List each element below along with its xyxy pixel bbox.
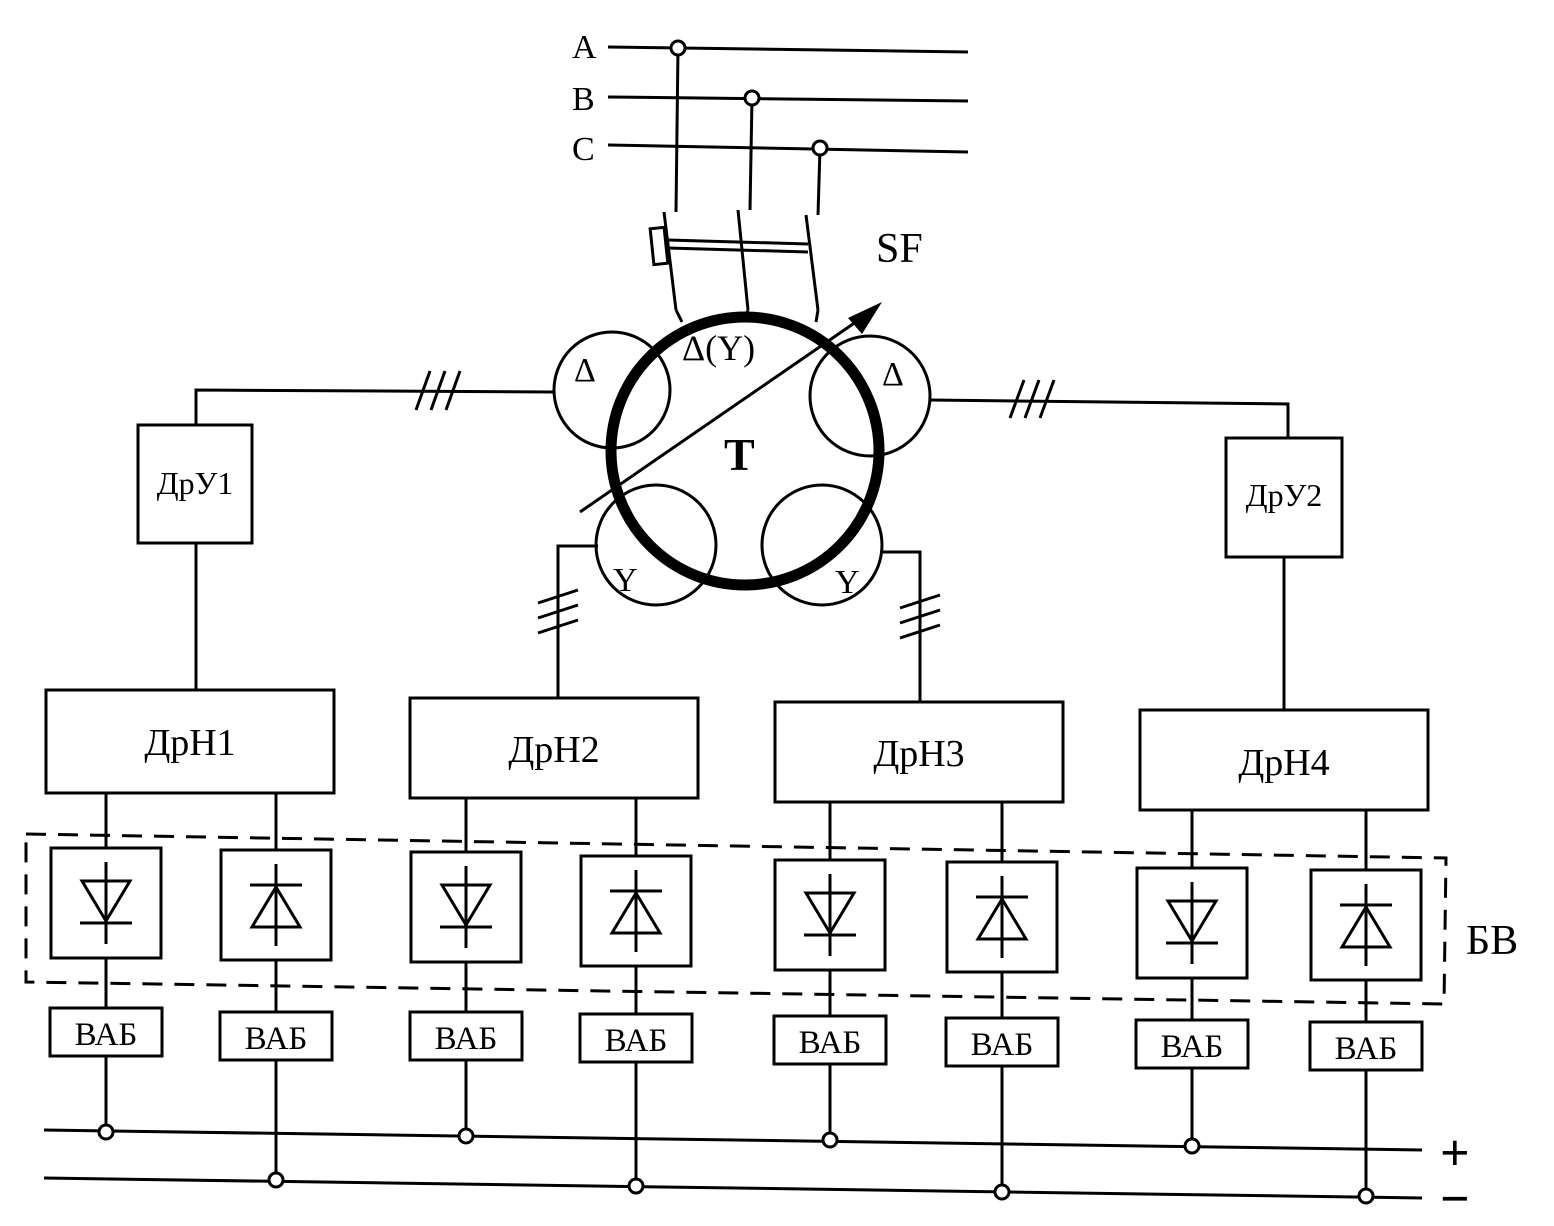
bus-node xyxy=(457,1127,475,1145)
plus-bus xyxy=(43,1128,1423,1152)
winding-label-delta-left: Δ xyxy=(574,352,596,389)
diode-reverse-icon xyxy=(975,876,1029,958)
tap-node-a xyxy=(669,39,687,57)
rectifier-unit: ВАБ xyxy=(218,793,334,1180)
phase-label-b: B xyxy=(572,81,595,118)
battery-label: ВАБ xyxy=(1335,1031,1398,1067)
battery-box xyxy=(218,1010,334,1062)
choke-drn1-label: ДрН1 xyxy=(144,722,235,764)
tap-node-b xyxy=(743,89,761,107)
bus-node xyxy=(1357,1187,1375,1205)
bus-node xyxy=(993,1183,1011,1201)
dc-buses: + − xyxy=(43,1125,1470,1226)
choke-drn3: ДрН3 xyxy=(773,700,1065,804)
diode-forward-icon xyxy=(803,874,857,956)
rectifier-unit: ВАБ xyxy=(944,802,1060,1192)
winding-label-y-right: Y xyxy=(835,564,860,601)
primary-winding-label: Δ(Y) xyxy=(682,328,755,368)
diode-forward-icon xyxy=(1165,882,1219,964)
choke-drn2-label: ДрН2 xyxy=(508,729,599,771)
phase-label-c: C xyxy=(572,131,595,168)
choke-drn2: ДрН2 xyxy=(408,696,700,800)
tap-node-c xyxy=(811,139,829,157)
diode-reverse-icon xyxy=(1339,884,1393,966)
transformer-t: Δ Δ Y Y Δ(Y) T xyxy=(552,302,932,607)
rectifier-unit: ВАБ xyxy=(1134,810,1250,1146)
adjustment-arrow-icon xyxy=(848,302,882,334)
minus-bus xyxy=(43,1176,1423,1200)
diode-forward-icon xyxy=(79,862,133,944)
diode-reverse-icon xyxy=(609,870,663,952)
rectifier-unit: ВАБ xyxy=(408,798,524,1136)
three-phase-mark-right xyxy=(1008,379,1056,419)
choke-dru1: ДрУ1 xyxy=(136,423,254,545)
choke-drn4: ДрН4 xyxy=(1138,708,1430,812)
winding-label-y-left: Y xyxy=(613,562,638,599)
phase-lines: A B C xyxy=(572,29,969,216)
bus-node xyxy=(97,1123,115,1141)
phase-label-a: A xyxy=(572,29,597,66)
battery-label: ВАБ xyxy=(75,1017,138,1053)
rectifier-unit: ВАБ xyxy=(578,798,694,1186)
transformer-label: T xyxy=(724,429,755,480)
primary-winding xyxy=(605,311,885,591)
choke-dru2: ДрУ2 xyxy=(1224,436,1344,559)
battery-box xyxy=(772,1014,888,1066)
bus-nodes xyxy=(97,1123,1375,1205)
three-phase-mark-y-left xyxy=(537,588,579,635)
battery-label: ВАБ xyxy=(245,1021,308,1057)
bus-node xyxy=(1183,1137,1201,1155)
choke-dru1-label: ДрУ1 xyxy=(157,465,233,501)
three-phase-mark-y-right xyxy=(899,593,941,640)
bus-node xyxy=(627,1177,645,1195)
winding-delta-right xyxy=(808,334,932,458)
winding-label-delta-right: Δ xyxy=(882,356,904,393)
battery-label: ВАБ xyxy=(1161,1029,1224,1065)
rectifier-block-label: БВ xyxy=(1466,918,1518,964)
choke-dru2-label: ДрУ2 xyxy=(1246,477,1322,513)
battery-box xyxy=(48,1006,164,1058)
circuit-breaker-sf: SF xyxy=(648,209,923,323)
rectifier-unit: ВАБ xyxy=(1308,810,1424,1196)
battery-label: ВАБ xyxy=(435,1021,498,1057)
bus-node xyxy=(267,1171,285,1189)
breaker-label: SF xyxy=(876,226,923,272)
battery-label: ВАБ xyxy=(799,1025,862,1061)
battery-label: ВАБ xyxy=(605,1023,668,1059)
choke-drn1: ДрН1 xyxy=(44,688,336,795)
battery-label: ВАБ xyxy=(971,1027,1034,1063)
plus-bus-label: + xyxy=(1440,1125,1470,1182)
rectifier-unit: ВАБ xyxy=(48,793,164,1132)
minus-bus-label: − xyxy=(1440,1171,1470,1221)
three-phase-connections xyxy=(194,370,1290,710)
diode-forward-icon xyxy=(439,866,493,948)
battery-box xyxy=(408,1010,524,1062)
bus-node xyxy=(821,1131,839,1149)
three-phase-mark-left xyxy=(414,370,462,411)
diode-reverse-icon xyxy=(249,864,303,946)
choke-drn4-label: ДрН4 xyxy=(1238,742,1329,784)
winding-y-right xyxy=(760,483,884,607)
battery-box xyxy=(1134,1018,1250,1070)
choke-drn3-label: ДрН3 xyxy=(873,733,964,775)
rectifier-block-outline xyxy=(24,832,1448,1006)
rectifier-unit: ВАБ xyxy=(772,802,888,1140)
rectifier-units: ВАБ ВАБ ВАБ ВАБ ВАБ ВАБ ВАБ ВАБ xyxy=(48,793,1424,1196)
